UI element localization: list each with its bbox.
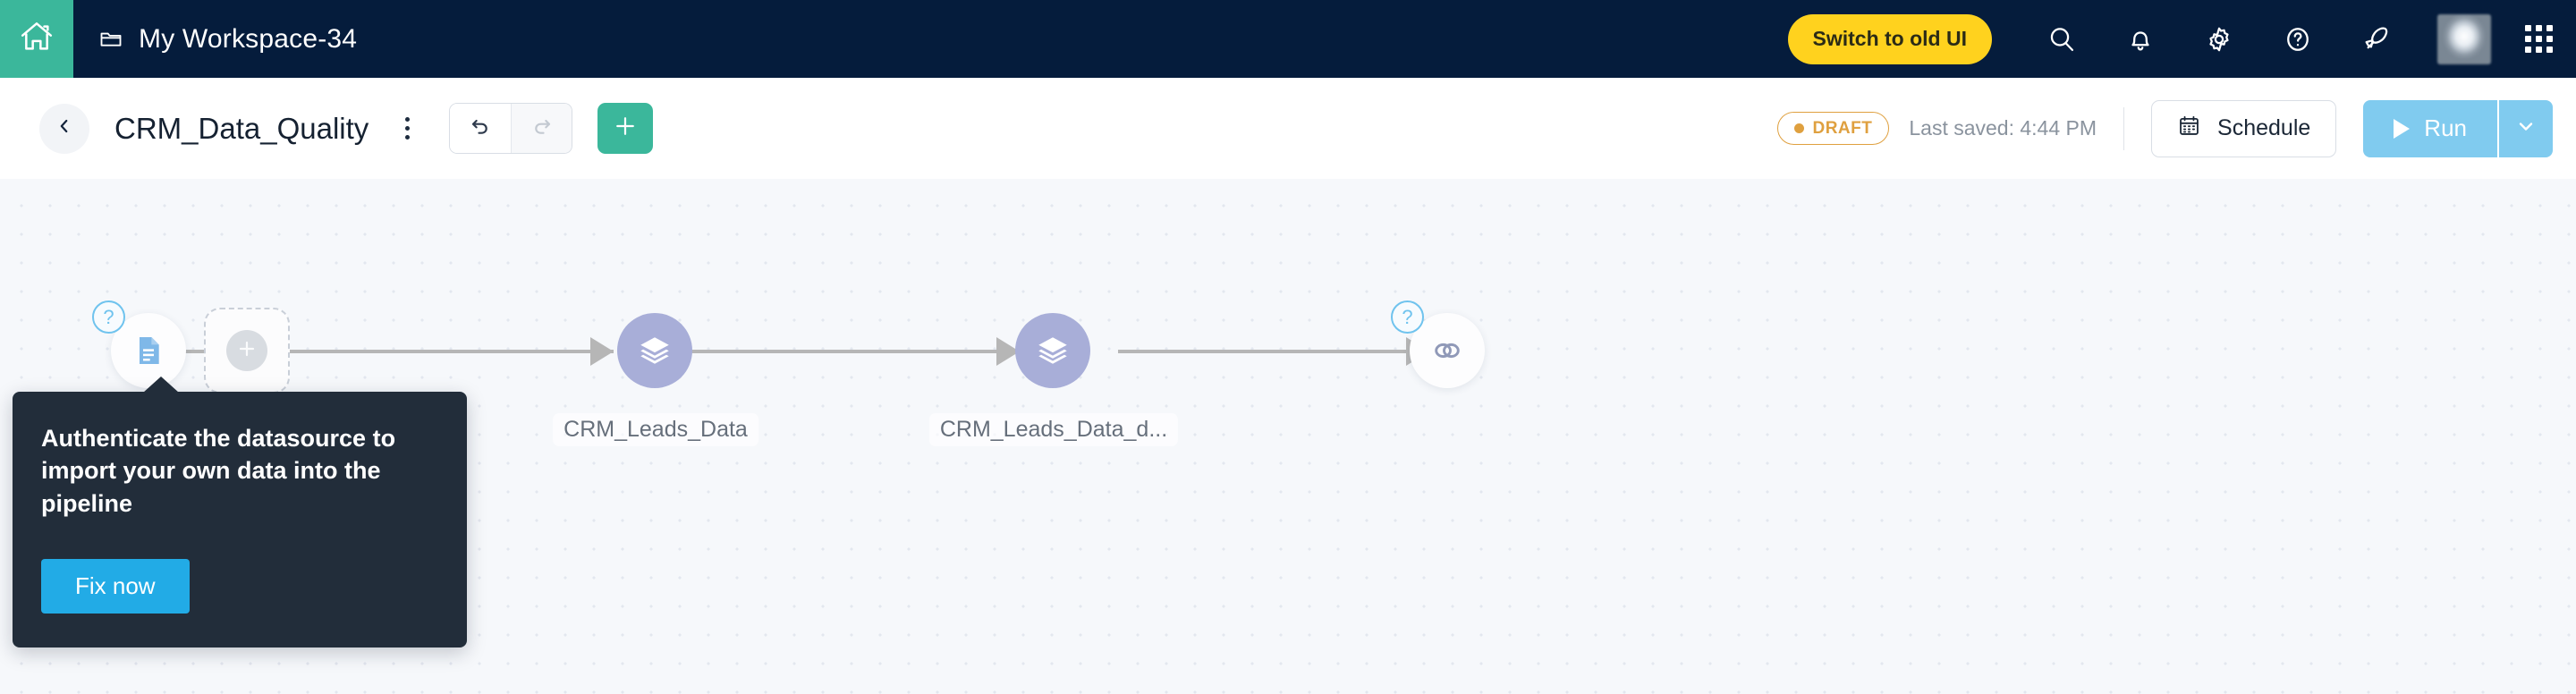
undo-icon [469,114,492,142]
chevron-left-icon [55,116,74,140]
node-crm-leads-data-d[interactable] [1015,313,1090,388]
pipeline-toolbar: CRM_Data_Quality [0,78,2576,179]
plus-icon [236,338,258,364]
status-dot-icon [1794,123,1805,133]
calendar-icon [2177,114,2201,144]
toolbar-divider [2123,106,2125,150]
fix-now-button[interactable]: Fix now [41,559,190,614]
edge-connector [1118,350,1458,353]
node-datasource[interactable] [111,313,186,388]
undo-redo-group [449,103,573,154]
run-label: Run [2424,114,2467,141]
layers-icon [1034,332,1072,369]
more-vertical-icon[interactable] [392,109,422,148]
link-icon [1428,331,1467,370]
bell-icon[interactable] [2121,20,2160,59]
layers-icon [636,332,674,369]
undo-button[interactable] [450,104,512,153]
grid-dot [2525,36,2531,42]
workspace-breadcrumb[interactable]: My Workspace-34 [73,0,357,78]
apps-grid-icon[interactable] [2525,25,2553,53]
grid-dot [2525,47,2531,53]
avatar[interactable] [2437,13,2491,64]
node-label: CRM_Leads_Data_d... [928,413,1179,446]
search-icon[interactable] [2042,20,2081,59]
gear-icon[interactable] [2199,20,2239,59]
grid-dot [2546,47,2553,53]
top-navigation-bar: My Workspace-34 Switch to old UI [0,0,2576,78]
grid-dot [2536,36,2542,42]
plus-icon [613,114,638,143]
help-circle-icon[interactable] [2278,20,2318,59]
kebab-dot [404,135,410,140]
document-icon [131,333,166,368]
run-button-group: Run [2363,99,2553,157]
back-button[interactable] [39,103,89,154]
node-help-badge[interactable]: ? [1391,300,1424,334]
grid-dot [2546,36,2553,42]
play-icon [2394,118,2411,139]
add-circle [226,330,267,371]
grid-dot [2525,25,2531,31]
workspace-name: My Workspace-34 [139,23,358,54]
authenticate-tooltip: Authenticate the datasource to import yo… [13,376,467,648]
node-add-placeholder[interactable] [204,308,290,394]
node-label: CRM_Leads_Data [553,413,758,446]
kebab-dot [404,126,410,131]
status-badge-label: DRAFT [1812,118,1873,138]
node-crm-leads-data[interactable] [617,313,692,388]
topbar-actions: Switch to old UI [1787,0,2576,78]
grid-dot [2546,25,2553,31]
grid-dot [2536,47,2542,53]
add-node-button[interactable] [597,103,654,154]
status-badge: DRAFT [1777,112,1890,145]
run-options-dropdown[interactable] [2497,99,2553,157]
home-button[interactable] [0,0,73,78]
node-destination[interactable] [1410,313,1485,388]
run-button[interactable]: Run [2363,99,2497,157]
chevron-down-icon [2515,115,2537,141]
edge-arrowhead [590,337,614,366]
rocket-icon[interactable] [2357,20,2396,59]
redo-button[interactable] [511,104,572,153]
folder-icon [98,27,123,52]
edge-connector [184,350,614,353]
home-icon [19,19,55,59]
page-title: CRM_Data_Quality [114,111,369,145]
node-help-badge[interactable]: ? [92,300,125,334]
switch-to-old-ui-button[interactable]: Switch to old UI [1787,13,1992,64]
grid-dot [2536,25,2542,31]
redo-icon [530,114,554,142]
topbar-spacer [357,0,1787,78]
kebab-dot [404,117,410,122]
edge-connector [689,350,1025,353]
schedule-button[interactable]: Schedule [2151,99,2337,157]
last-saved-text: Last saved: 4:44 PM [1909,116,2097,140]
schedule-label: Schedule [2217,115,2311,140]
tooltip-message: Authenticate the datasource to import yo… [41,425,396,517]
